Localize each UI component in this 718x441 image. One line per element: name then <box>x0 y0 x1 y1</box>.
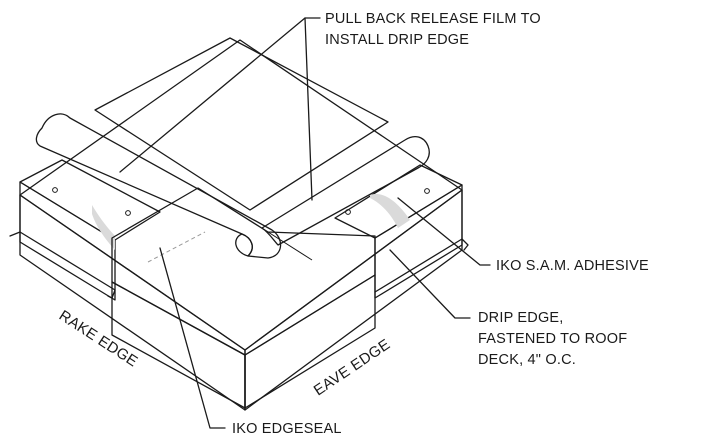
fastener <box>424 188 430 194</box>
leader-drip-edge <box>389 249 471 319</box>
label-release-film-2: INSTALL DRIP EDGE <box>325 32 469 48</box>
eave-film-roll <box>261 135 430 246</box>
label-drip-edge-2: FASTENED TO ROOF <box>478 331 627 347</box>
label-edgeseal: IKO EDGESEAL <box>232 421 342 437</box>
deck-left-face <box>19 194 246 411</box>
membrane-right-face <box>244 274 376 409</box>
membrane-seam <box>267 231 313 261</box>
leader-adhesive <box>397 197 491 266</box>
fastener <box>345 209 351 215</box>
leader-release-film <box>119 17 321 173</box>
eave-drip-edge <box>334 164 469 299</box>
eave-adhesive-patch <box>370 194 410 228</box>
leader-lines <box>119 17 491 429</box>
membrane-left-face <box>111 281 246 409</box>
deck-top <box>19 39 463 351</box>
leader-release-film-2 <box>304 17 313 201</box>
label-eave-edge: EAVE EDGE <box>311 336 394 399</box>
rake-drip-face <box>19 181 116 301</box>
label-adhesive: IKO S.A.M. ADHESIVE <box>496 258 649 274</box>
label-rake-edge: RAKE EDGE <box>56 307 141 370</box>
release-film-rolls <box>35 113 430 259</box>
label-drip-edge-1: DRIP EDGE, <box>478 310 564 326</box>
rake-roll-end <box>235 233 253 257</box>
label-drip-edge-3: DECK, 4" O.C. <box>478 352 576 368</box>
rake-drip-edge <box>9 159 161 301</box>
label-release-film-1: PULL BACK RELEASE FILM TO <box>325 11 541 27</box>
fastener <box>52 187 58 193</box>
membrane-fold-line <box>147 231 206 263</box>
rake-drip-flange <box>19 159 161 241</box>
rake-adhesive-patch <box>92 205 115 250</box>
leader-edgeseal <box>159 247 226 429</box>
rake-film-roll <box>35 113 282 259</box>
fastener <box>125 210 131 216</box>
rake-drip-hem <box>9 231 116 299</box>
underlayment-sheet <box>94 37 389 211</box>
eave-drip-hem <box>374 238 469 293</box>
